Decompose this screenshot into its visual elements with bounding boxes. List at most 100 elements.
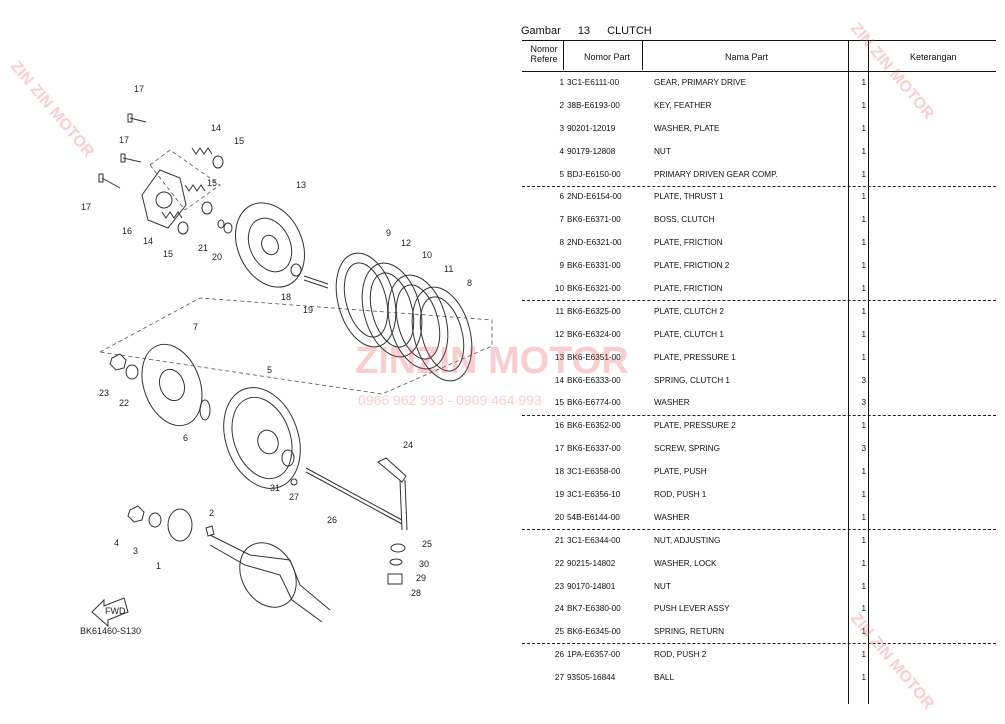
cell-qty: 1 — [861, 192, 866, 202]
cell-name: ROD, PUSH 2 — [654, 650, 707, 660]
callout-9: 9 — [386, 228, 391, 238]
cell-part-no: 1PA-E6357-00 — [567, 650, 621, 660]
cell-ref: 2 — [559, 100, 564, 110]
screws — [98, 113, 147, 189]
callout-28: 28 — [411, 588, 421, 598]
callout-15b: 15 — [207, 178, 217, 188]
cell-name: NUT — [654, 146, 671, 156]
callout-29: 29 — [416, 573, 426, 583]
callout-15c: 15 — [163, 249, 173, 259]
column-divider-ref — [563, 40, 564, 70]
primary-driven-gear — [223, 387, 301, 489]
table-header: Nomor Refere Nomor Part Nama Part Ketera… — [522, 40, 996, 72]
cell-qty: 1 — [861, 123, 866, 133]
header-remarks: Keterangan — [910, 52, 957, 62]
cell-name: ROD, PUSH 1 — [654, 490, 707, 500]
cell-name: PLATE, THRUST 1 — [654, 192, 724, 202]
cell-ref: 17 — [554, 444, 564, 454]
cell-part-no: BK6-E6351-00 — [567, 352, 621, 362]
exploded-diagram: 17 17 17 16 14 15 15 14 15 21 20 13 18 1… — [80, 84, 493, 636]
group-separator — [522, 643, 996, 644]
cell-qty: 1 — [861, 261, 866, 271]
cell-part-no: 3C1-E6111-00 — [567, 78, 620, 87]
cell-name: WASHER — [654, 398, 690, 408]
column-divider-qty-left — [848, 40, 849, 704]
cell-qty: 3 — [861, 375, 866, 385]
cell-qty: 1 — [861, 421, 866, 431]
cell-name: SCREW, SPRING — [654, 444, 720, 454]
cell-part-no: 2ND-E6154-00 — [567, 192, 622, 202]
header-part-no: Nomor Part — [584, 52, 631, 62]
cell-qty: 3 — [861, 398, 866, 408]
cell-ref: 9 — [559, 261, 564, 271]
cell-qty: 1 — [861, 673, 866, 683]
cell-qty: 1 — [861, 490, 866, 500]
callout-2: 2 — [209, 508, 214, 518]
title-prefix: Gambar — [521, 25, 561, 37]
cell-name: PLATE, FRICTION — [654, 238, 723, 248]
diagram-code: BK61460-S130 — [80, 626, 142, 636]
cell-ref: 12 — [554, 329, 564, 339]
callout-14a: 14 — [211, 123, 221, 133]
cell-name: PLATE, CLUTCH 1 — [654, 329, 724, 339]
clutch-drawing: 17 17 17 16 14 15 15 14 15 21 20 13 18 1… — [81, 84, 493, 628]
cell-part-no: 3C1-E6358-00 — [567, 467, 621, 477]
cell-name: SPRING, CLUTCH 1 — [654, 375, 730, 385]
parts-table: Gambar 13 CLUTCH Nomor Refere Nomor Part… — [516, 0, 1000, 724]
cell-qty: 1 — [861, 535, 866, 545]
header-name: Nama Part — [725, 52, 769, 62]
callout-3: 3 — [133, 546, 138, 556]
pressure-plate-1 — [235, 202, 305, 288]
cell-part-no: BK6-E6345-00 — [567, 627, 621, 637]
callout-16: 16 — [122, 226, 132, 236]
cell-ref: 19 — [554, 490, 564, 500]
group-separator — [522, 529, 996, 530]
callout-1: 1 — [156, 561, 161, 571]
cell-name: BOSS, CLUTCH — [654, 215, 715, 225]
assembly-outline — [98, 297, 493, 395]
cell-name: PLATE, CLUTCH 2 — [654, 306, 724, 316]
cell-name: NUT — [654, 581, 671, 591]
cell-part-no: 2ND-E6321-00 — [567, 238, 622, 248]
cell-ref: 18 — [554, 467, 564, 477]
pressure-plate-2 — [141, 169, 187, 229]
callout-13: 13 — [296, 180, 306, 190]
cell-qty: 1 — [861, 169, 866, 179]
cell-part-no: 90201-12019 — [567, 123, 616, 133]
fwd-label: FWD — [105, 606, 126, 616]
callout-15a: 15 — [234, 136, 244, 146]
cell-name: PLATE, FRICTION — [654, 284, 723, 294]
cell-part-no: 54B-E6144-00 — [567, 512, 620, 522]
cell-name: NUT, ADJUSTING — [654, 535, 721, 545]
cell-qty: 1 — [861, 146, 866, 156]
callout-10: 10 — [422, 250, 432, 260]
cell-name: GEAR, PRIMARY DRIVE — [654, 78, 747, 87]
push-lever-and-rod — [305, 457, 408, 585]
callout-11: 11 — [444, 264, 453, 274]
cell-part-no: BK6-E6337-00 — [567, 444, 621, 454]
cell-qty: 1 — [861, 558, 866, 568]
cell-qty: 1 — [861, 467, 866, 477]
cell-ref: 13 — [554, 352, 564, 362]
cell-name: WASHER, PLATE — [654, 123, 720, 133]
cell-ref: 23 — [554, 581, 564, 591]
group-separator — [522, 415, 996, 416]
group-separator — [522, 300, 996, 301]
callout-31: 31 — [270, 483, 280, 493]
callout-21: 21 — [198, 243, 208, 253]
cell-qty: 1 — [861, 306, 866, 316]
cell-part-no: 3C1-E6356-10 — [567, 490, 621, 500]
cell-ref: 14 — [554, 375, 564, 385]
clutch-boss — [109, 343, 211, 427]
forward-arrow-icon: FWD — [91, 597, 129, 628]
cell-ref: 8 — [559, 238, 564, 248]
cell-qty: 1 — [861, 284, 866, 294]
